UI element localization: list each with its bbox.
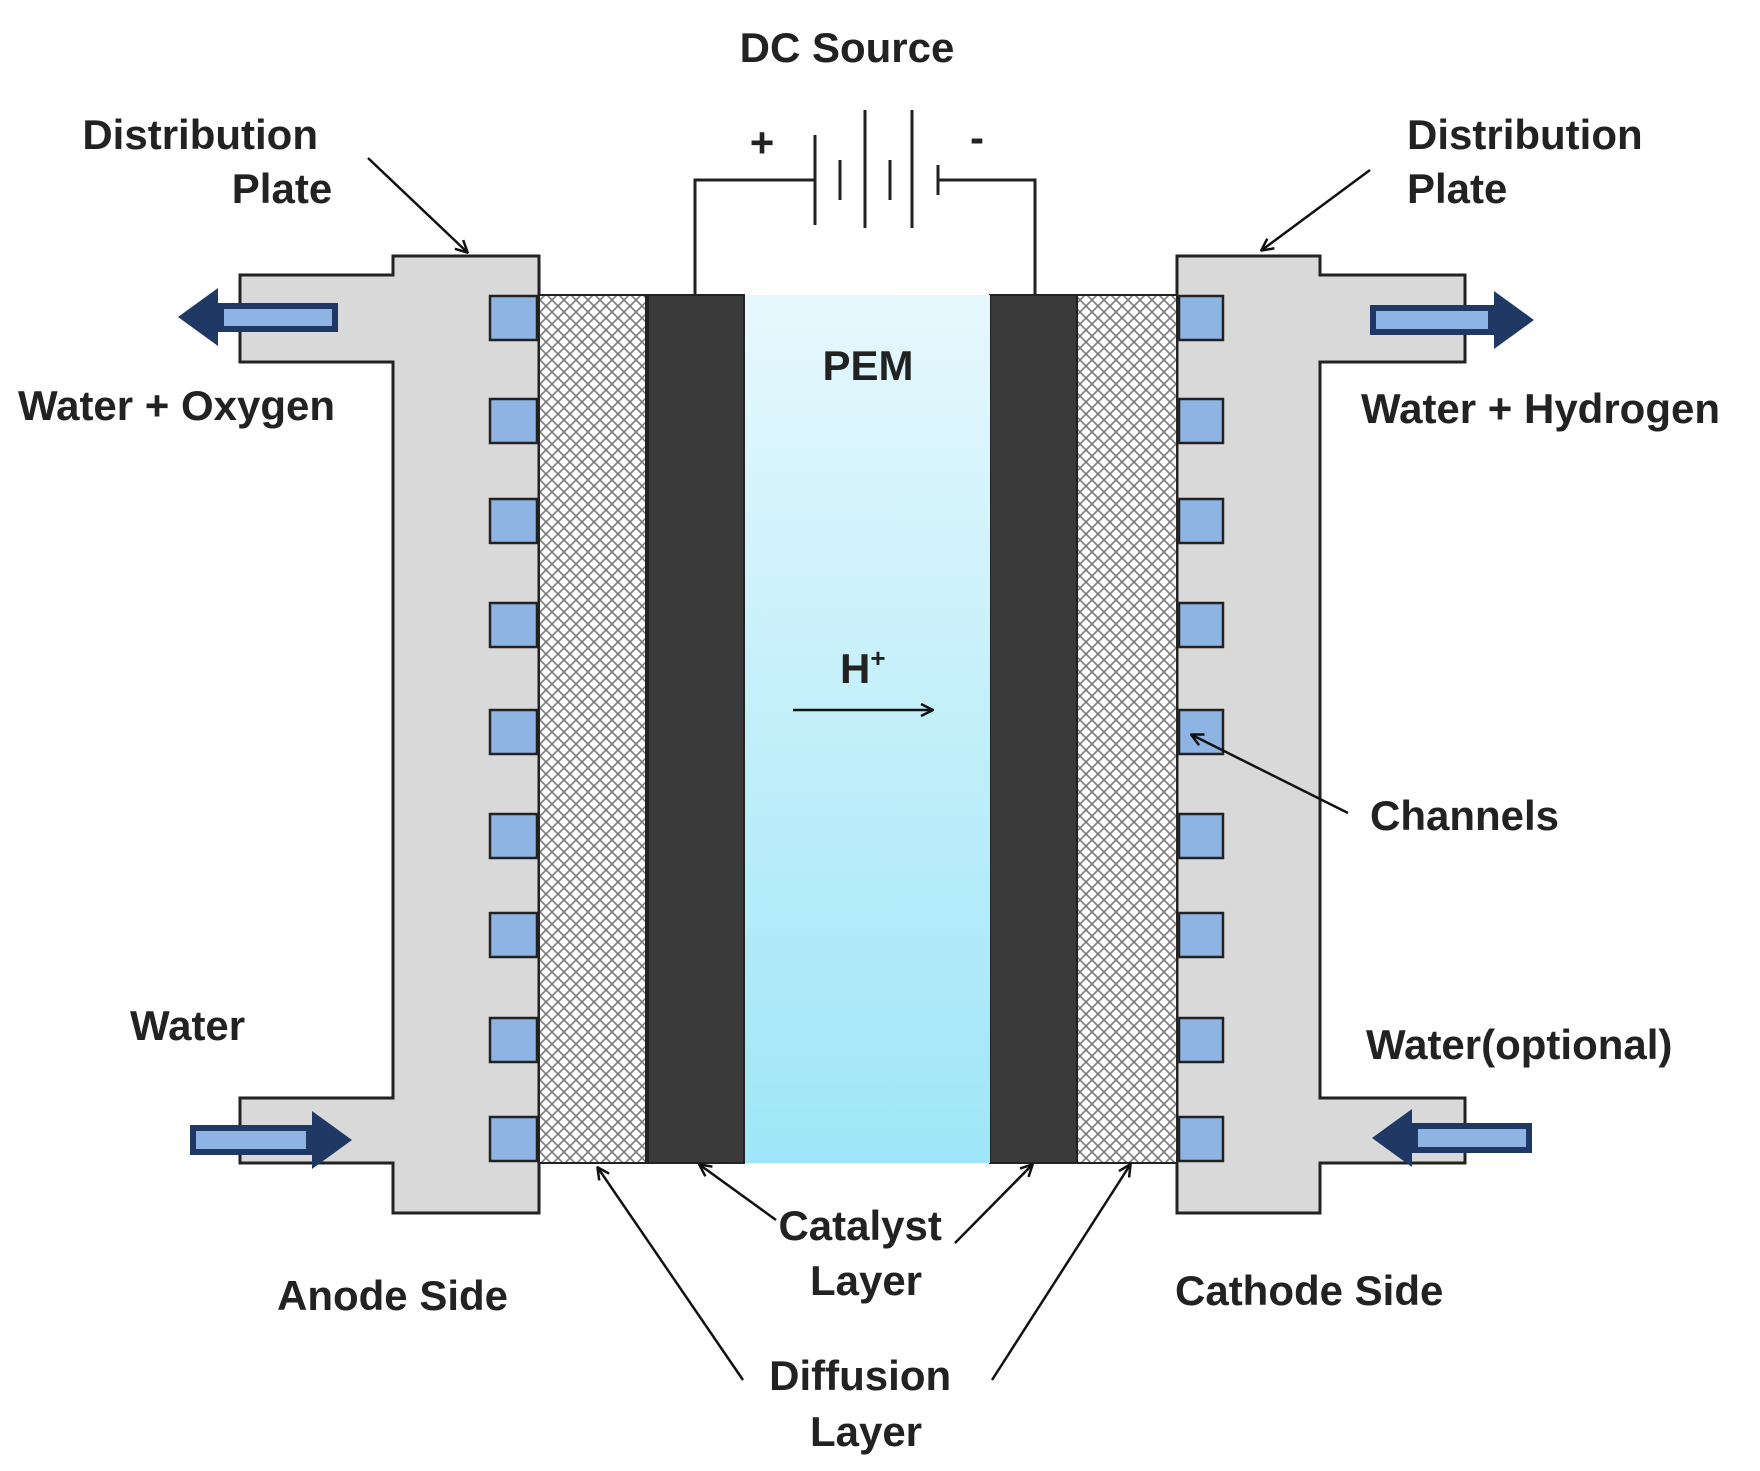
flow-arrows xyxy=(178,288,1534,1169)
water-hydrogen-label: Water + Hydrogen xyxy=(1361,385,1720,432)
anode-distribution-plate xyxy=(238,254,541,1215)
dc-source-label: DC Source xyxy=(740,24,955,71)
anode-channel xyxy=(488,397,539,445)
battery-minus-label: - xyxy=(970,114,984,161)
diffusion-right-pointer xyxy=(990,1165,1130,1381)
cathode-channel xyxy=(1177,294,1225,342)
anode-catalyst-layer xyxy=(647,294,745,1164)
distribution-plate-right-label: Distribution Plate xyxy=(1407,111,1654,212)
distribution-plate-left-line-2: Plate xyxy=(232,165,332,212)
distribution-plate-right-line-2: Plate xyxy=(1407,165,1507,212)
cathode-channel xyxy=(1177,1115,1225,1163)
catalyst-layer-line-1: Catalyst xyxy=(778,1202,941,1249)
cathode-channel xyxy=(1177,601,1225,649)
diffusion-left-pointer xyxy=(598,1168,745,1381)
anode-channels xyxy=(488,294,539,1163)
pem-label: PEM xyxy=(822,342,913,389)
anode-side-label: Anode Side xyxy=(277,1272,508,1319)
catalyst-left-pointer xyxy=(700,1165,777,1222)
anode-channel xyxy=(488,1115,539,1163)
wire-anode xyxy=(693,178,815,295)
catalyst-layer-line-2: Layer xyxy=(810,1257,922,1304)
outlet-arrow-left-icon xyxy=(178,288,338,346)
cathode-channel xyxy=(1177,1016,1225,1064)
diffusion-layer-line-2: Layer xyxy=(810,1408,922,1455)
battery-plus-label: + xyxy=(750,119,775,166)
cathode-channel xyxy=(1177,497,1225,545)
anode-channel xyxy=(488,1016,539,1064)
h-ion-symbol: H xyxy=(840,645,870,692)
cathode-channels xyxy=(1177,294,1225,1163)
cathode-distribution-plate xyxy=(1175,254,1467,1215)
diffusion-layer-label: Diffusion Layer xyxy=(769,1352,963,1455)
water-inlet-left-label: Water xyxy=(130,1002,245,1049)
diffusion-layer-line-1: Diffusion xyxy=(769,1352,951,1399)
dc-source-circuit xyxy=(693,110,1037,295)
cathode-diffusion-layer xyxy=(1076,294,1178,1164)
inlet-arrow-left-icon xyxy=(190,1111,352,1169)
outlet-arrow-right-icon xyxy=(1370,291,1534,349)
wire-cathode xyxy=(938,178,1037,295)
anode-channel xyxy=(488,812,539,860)
distribution-plate-left-label: Distribution Plate xyxy=(82,111,332,212)
distribution-plate-left-pointer xyxy=(367,157,467,252)
inlet-arrow-right-icon xyxy=(1372,1109,1532,1167)
h-ion-label: H+ xyxy=(840,643,886,692)
distribution-plate-left-line-1: Distribution xyxy=(82,111,318,158)
catalyst-layer-label: Catalyst Layer xyxy=(778,1202,953,1304)
h-ion-charge: + xyxy=(870,643,885,673)
cathode-channel xyxy=(1177,911,1225,959)
catalyst-right-pointer xyxy=(954,1165,1032,1244)
anode-channel xyxy=(488,601,539,649)
anode-diffusion-layer xyxy=(538,294,647,1164)
distribution-plate-right-line-1: Distribution xyxy=(1407,111,1643,158)
anode-channel xyxy=(488,294,539,342)
water-inlet-right-label: Water(optional) xyxy=(1366,1021,1672,1068)
cathode-channel xyxy=(1177,812,1225,860)
cathode-side-label: Cathode Side xyxy=(1175,1267,1443,1314)
cathode-channel xyxy=(1177,397,1225,445)
water-oxygen-label: Water + Oxygen xyxy=(18,382,335,429)
anode-channel xyxy=(488,708,539,756)
channels-label: Channels xyxy=(1370,792,1559,839)
pointer-arrows xyxy=(367,157,1371,1381)
channels-pointer xyxy=(1192,735,1349,815)
distribution-plate-right-pointer xyxy=(1262,168,1371,250)
pem-membrane xyxy=(745,295,990,1163)
anode-channel xyxy=(488,497,539,545)
cathode-catalyst-layer xyxy=(989,294,1078,1164)
anode-channel xyxy=(488,911,539,959)
